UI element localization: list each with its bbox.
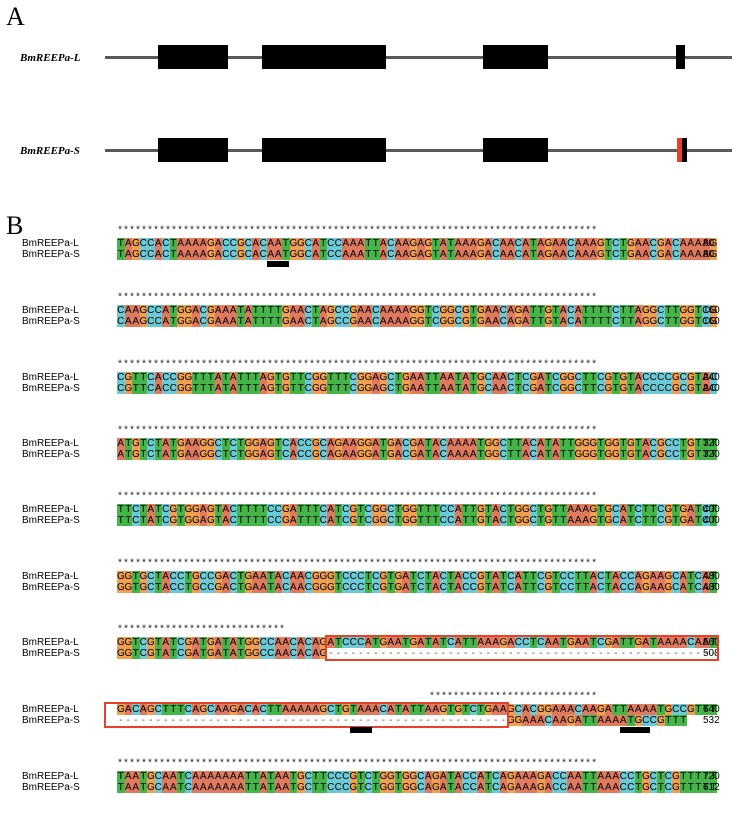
alternative-exon-mark (677, 138, 682, 162)
position-number: 480 (703, 582, 720, 593)
deleted-region-box (325, 635, 719, 661)
exon-4 (681, 138, 687, 162)
exon-4 (676, 45, 685, 69)
conservation-stars: **************************** (117, 625, 598, 636)
alignment-block: ****************************************… (0, 427, 749, 487)
gene-name-s: BmREEPa-S (20, 145, 80, 157)
stop-codon-mark-l (349, 727, 372, 733)
gene-name-l: BmREEPa-L (20, 52, 81, 64)
conservation-stars: ****************************************… (117, 492, 598, 503)
sequence-name: BmREEPa-L (22, 504, 79, 515)
alignment-block: ****************************************… (0, 493, 749, 553)
panel-a-label: A (6, 2, 25, 31)
position-number: 320 (703, 449, 720, 460)
sequence-name: BmREEPa-S (22, 449, 80, 460)
exon-2 (262, 138, 386, 162)
conservation-stars: ****************************************… (117, 426, 598, 437)
intron-line-l (105, 56, 732, 59)
alignment-block: ****************************************… (0, 560, 749, 620)
deleted-region-box (104, 702, 509, 728)
position-number: 80 (703, 238, 715, 249)
position-number: 480 (703, 571, 720, 582)
alignment-block: ****************************************… (0, 294, 749, 354)
position-number: 240 (703, 383, 720, 394)
sequence-name: BmREEPa-L (22, 571, 79, 582)
position-number: 400 (703, 504, 720, 515)
position-number: 160 (703, 305, 720, 316)
sequence-name: BmREEPa-S (22, 582, 80, 593)
sequence-name: BmREEPa-S (22, 249, 80, 260)
sequence-name: BmREEPa-S (22, 383, 80, 394)
sequence-name: BmREEPa-S (22, 316, 80, 327)
sequence-row: ----------------------------------------… (117, 715, 687, 726)
position-number: 532 (703, 715, 720, 726)
exon-3 (483, 45, 548, 69)
position-number: 720 (703, 771, 720, 782)
start-codon-mark (267, 261, 289, 267)
intron-line-s (105, 149, 732, 152)
conservation-stars: ****************************************… (117, 360, 598, 371)
stop-codon-mark-s (619, 727, 650, 733)
sequence-name: BmREEPa-S (22, 715, 80, 726)
sequence-name: BmREEPa-L (22, 238, 79, 249)
position-number: 320 (703, 438, 720, 449)
exon-1 (158, 138, 228, 162)
position-number: 640 (703, 704, 720, 715)
position-number: 240 (703, 372, 720, 383)
sequence-name: BmREEPa-S (22, 782, 80, 793)
position-number: 160 (703, 316, 720, 327)
exon-3 (483, 138, 548, 162)
position-number: 80 (703, 249, 715, 260)
alignment-block: ****************************************… (0, 760, 749, 820)
position-number: 612 (703, 782, 720, 793)
conservation-stars: **************************** (117, 692, 598, 703)
exon-2 (262, 45, 386, 69)
conservation-stars: ****************************************… (117, 226, 598, 237)
panel-b-label: B (6, 211, 24, 240)
conservation-stars: ****************************************… (117, 559, 598, 570)
sequence-name: BmREEPa-S (22, 515, 80, 526)
sequence-name: BmREEPa-L (22, 637, 79, 648)
sequence-name: BmREEPa-L (22, 771, 79, 782)
sequence-name: BmREEPa-L (22, 704, 79, 715)
sequence-name: BmREEPa-L (22, 305, 79, 316)
sequence-name: BmREEPa-S (22, 648, 80, 659)
sequence-name: BmREEPa-L (22, 372, 79, 383)
position-number: 508 (703, 648, 720, 659)
exon-1 (158, 45, 228, 69)
sequence-name: BmREEPa-L (22, 438, 79, 449)
conservation-stars: ****************************************… (117, 759, 598, 770)
alignment-block: ****************************************… (0, 227, 749, 287)
alignment-block: ****************************************… (0, 361, 749, 421)
position-number: 400 (703, 515, 720, 526)
conservation-stars: ****************************************… (117, 293, 598, 304)
position-number: 560 (703, 637, 720, 648)
